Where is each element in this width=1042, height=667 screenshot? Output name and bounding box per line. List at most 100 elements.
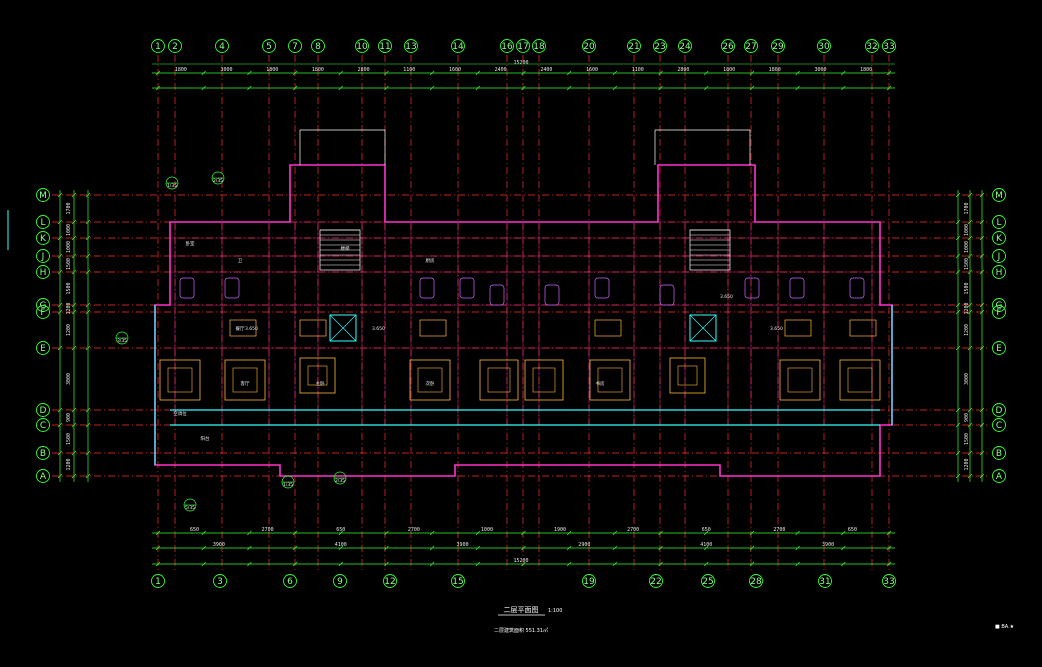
axis-circle (311, 39, 325, 53)
dim-tick (247, 561, 252, 567)
dim-tick (979, 407, 985, 413)
axis-label: M (39, 191, 47, 201)
right-row-H: H (992, 265, 1006, 279)
dim-value: 650 (848, 527, 857, 533)
left-dim-value: 1700 (66, 202, 72, 214)
axis-circle (992, 418, 1006, 432)
building-walls (154, 129, 893, 477)
dim-tick (658, 545, 663, 551)
section-tag: 3/35 (115, 331, 129, 345)
dim-tick (155, 70, 161, 76)
dim-tick (57, 269, 63, 275)
bathroom-fixture (179, 277, 195, 299)
bottom-axis-15: 15 (451, 574, 465, 588)
left-row-C: C (36, 418, 50, 432)
axis-circle (882, 574, 896, 588)
axis-label: C (996, 421, 1002, 431)
coffee-table (787, 367, 813, 393)
bottom-axis-6: 6 (283, 574, 297, 588)
stair-outline (319, 229, 361, 271)
dim-tick (955, 450, 961, 456)
dim-value: 1600 (586, 67, 598, 73)
dim-tick (338, 545, 343, 551)
axis-label: 33 (883, 42, 894, 52)
room-label: 客厅 (241, 380, 250, 387)
title-block: 二层平面图 1:100 二层建筑面积 551.31㎡ ■ BA.★ (494, 606, 1015, 634)
right-dim-value: 3000 (964, 373, 970, 385)
axis-label: 2 (172, 42, 178, 52)
axis-circle (749, 574, 763, 588)
elevation-mark: 3.650 (372, 326, 385, 332)
dim-tick (967, 219, 973, 225)
axis-circle (355, 39, 369, 53)
axis-label: 26 (722, 42, 734, 52)
dim-tick (967, 422, 973, 428)
dim-tick (612, 561, 618, 567)
dim-tick (85, 302, 91, 308)
room-label: 厨房 (426, 257, 435, 264)
axis-label: D (40, 406, 47, 416)
axis-circle (992, 305, 1006, 319)
room-label: 卫 (238, 258, 243, 264)
dim-value: 1800 (723, 67, 735, 73)
axis-circle (283, 574, 297, 588)
axis-label: 12 (384, 577, 395, 587)
dim-tick (979, 450, 985, 456)
section-tag: 5/35 (183, 498, 197, 512)
dining-table (784, 319, 812, 337)
sofa-furniture (224, 359, 266, 401)
dim-tick (71, 302, 77, 308)
axis-circle (36, 469, 50, 483)
axis-circle (383, 574, 397, 588)
room-label: 空调位 (173, 410, 187, 417)
coffee-table (417, 367, 443, 393)
dim-tick (292, 530, 298, 536)
axis-circle (992, 188, 1006, 202)
room-label: 主卧 (316, 380, 325, 387)
dim-tick (967, 450, 973, 456)
dim-tick (967, 345, 973, 351)
sofa-furniture (779, 359, 821, 401)
elevator-shaft (689, 314, 717, 342)
top-axis-21: 21 (627, 39, 641, 53)
axis-label: J (41, 252, 45, 262)
dim-tick (886, 530, 892, 536)
dim-tick (85, 253, 91, 259)
dim-tick (704, 561, 709, 567)
top-axis-24: 24 (678, 39, 692, 53)
dim-tick (71, 422, 77, 428)
axis-circle (582, 39, 596, 53)
axis-label: 14 (452, 42, 464, 52)
axis-label: F (40, 308, 45, 318)
dim-value: 1800 (266, 67, 278, 73)
dim-tick (612, 70, 618, 76)
left-dim-value: 900 (66, 413, 72, 422)
sofa-furniture (299, 357, 336, 394)
axis-circle (701, 574, 715, 588)
left-dim-value: 1200 (66, 458, 72, 470)
axis-circle (451, 574, 465, 588)
dim-value: 4100 (700, 542, 712, 548)
axis-label: K (996, 234, 1003, 244)
axis-circle (992, 446, 1006, 460)
dim-value: 3000 (814, 67, 826, 73)
dim-tick (955, 302, 961, 308)
sofa-furniture (839, 359, 881, 401)
axis-circle (36, 418, 50, 432)
dim-tick (521, 85, 526, 91)
dim-value: 2400 (540, 67, 552, 73)
room-label: 书房 (596, 380, 605, 387)
dim-tick (85, 450, 91, 456)
dim-tick (201, 70, 206, 76)
dim-tick (979, 302, 985, 308)
roof-outline (299, 129, 751, 165)
dim-tick (979, 253, 985, 259)
axis-circle (992, 403, 1006, 417)
dim-tick (85, 269, 91, 275)
dim-value: 4100 (335, 542, 347, 548)
axis-label: 27 (745, 42, 756, 52)
dim-tick (155, 545, 161, 551)
bottom-axis-25: 25 (701, 574, 715, 588)
